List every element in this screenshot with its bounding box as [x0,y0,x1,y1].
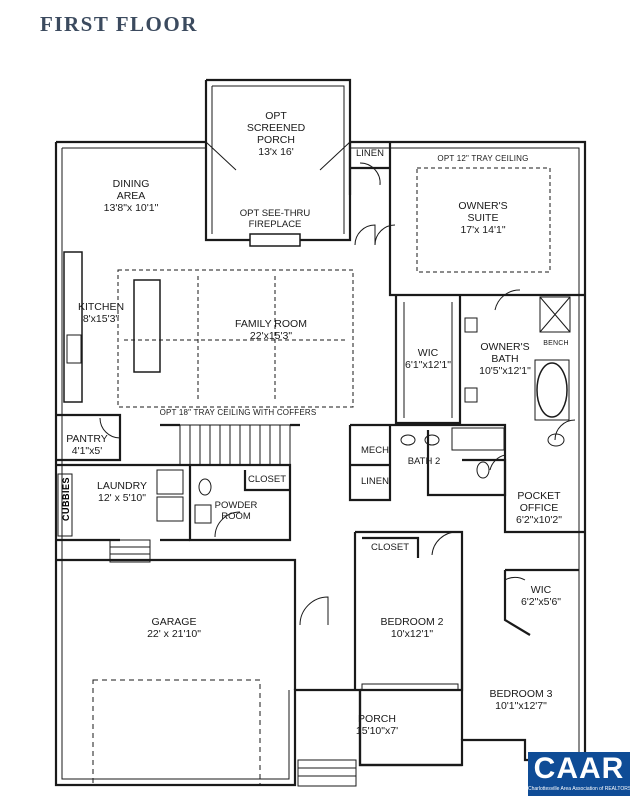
room-owners-bath: OWNER'S BATH 10'5"x12'1" [479,341,531,377]
room-closet-bed2: CLOSET [370,542,410,553]
porch-steps [297,759,357,787]
washer [156,469,184,495]
bath2-tub [451,427,505,451]
room-pantry: PANTRY 4'1"x5' [66,433,108,457]
room-bedroom2: BEDROOM 2 10'x12'1" [380,616,444,640]
garage-door [92,679,261,786]
exterior-wall-inner [61,147,580,780]
room-owners-suite: OWNER'S SUITE 17'x 14'1" [458,200,508,236]
bedroom2-wall [353,530,464,692]
room-porch: PORCH 15'10"x7' [355,713,399,737]
kitchen-island [133,279,161,373]
tray-ceiling-owner-note: OPT 12" TRAY CEILING [437,154,529,163]
cubbies [57,473,73,537]
staircase [179,424,291,466]
fireplace-label: OPT SEE-THRU FIREPLACE [239,208,311,230]
wall [388,142,585,297]
shower [539,296,571,333]
range [66,334,82,364]
dryer [156,496,184,522]
bench-label: BENCH [543,340,569,347]
room-mech: MECH [361,445,389,456]
linen-closet-wall [348,142,390,195]
porch-wall [358,690,462,767]
room-screened-porch: OPT SCREENED PORCH 13'x 16' [246,110,306,158]
room-kitchen: KITCHEN 8'x15'3" [77,301,125,325]
coffer-grid [117,269,354,408]
wic-wall [394,295,462,425]
room-wic-small: WIC 6'2"x5'6" [520,584,562,608]
office-wall [462,458,585,534]
room-family: FAMILY ROOM 22'x15'3" [235,318,307,342]
logo-subtext: Charlottesville Area Association of REAL… [528,786,630,792]
room-dining: DINING AREA 13'8"x 10'1" [103,178,159,214]
wic-small-wall [503,568,579,636]
tray-ceiling-family-note: OPT 18" TRAY CEILING WITH COFFERS [159,408,317,417]
room-laundry: LAUNDRY 12' x 5'10" [97,480,147,504]
room-linen-mid: LINEN [361,476,389,487]
tray-ceiling-owner [416,167,551,273]
cubbies-label: CUBBIES [61,477,71,522]
garage-wall [56,558,297,690]
door-swings [99,162,576,626]
room-pocket-office: POCKET OFFICE 6'2"x10'2" [516,490,562,526]
kitchen-counter [63,251,83,403]
laundry-wall [56,463,292,542]
bathtub [536,362,568,418]
room-garage: GARAGE 22' x 21'10" [147,616,201,640]
caar-logo: CAAR Charlottesville Area Association of… [528,752,630,796]
fireplace [249,233,301,247]
room-closet-powder: CLOSET [247,474,287,485]
linen-top-label: LINEN [356,148,384,159]
room-bedroom3: BEDROOM 3 10'1"x12'7" [489,688,553,712]
room-wic-main: WIC 6'1"x12'1" [405,347,451,371]
toilets [198,317,565,496]
logo-text: CAAR [533,752,625,785]
page-title: FIRST FLOOR [40,12,198,36]
room-powder: POWDER ROOM [214,500,258,522]
room-bath2: BATH 2 [407,456,441,467]
garage-steps [109,539,151,563]
